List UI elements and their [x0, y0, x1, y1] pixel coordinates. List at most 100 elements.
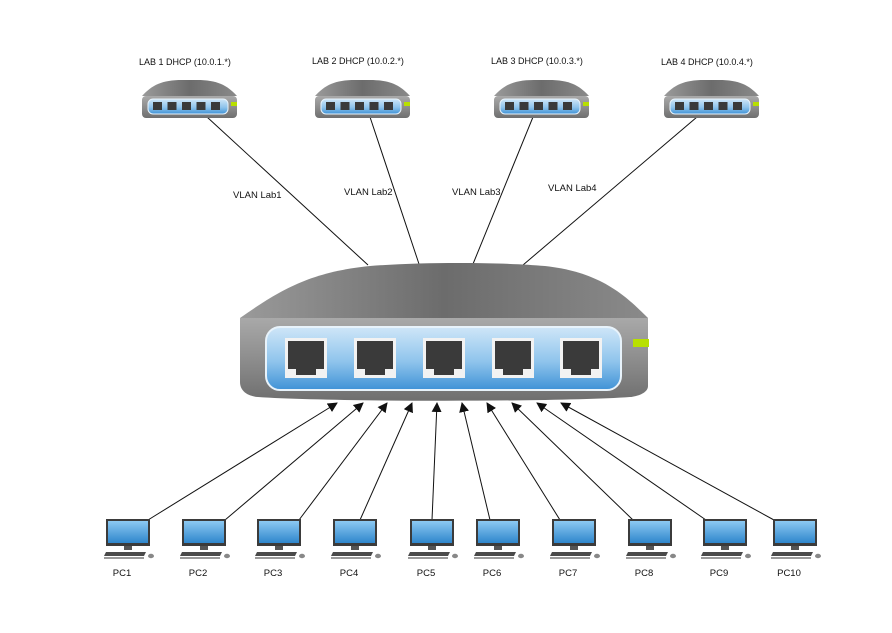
pc3-link [298, 402, 388, 521]
lab-switch-4[interactable] [664, 80, 759, 118]
pc-label: PC7 [559, 568, 577, 579]
pc-label: PC9 [710, 568, 728, 579]
core-switch-top [240, 263, 648, 318]
lab-switch-1[interactable] [142, 80, 237, 118]
pc1-link [147, 402, 338, 521]
pc-7[interactable]: PC7 [550, 519, 600, 579]
mouse-icon [224, 553, 230, 559]
screen [478, 521, 518, 543]
lab-switch-led [583, 102, 589, 106]
pc-label: PC2 [189, 568, 207, 579]
lab-switch-led [231, 102, 237, 106]
core-switch-ports [285, 338, 602, 378]
lab-switch-top [142, 80, 237, 96]
lab-switch-top [494, 80, 589, 96]
keyboard-icon [771, 552, 813, 556]
screen [775, 521, 815, 543]
lab-switch-3[interactable] [494, 80, 589, 118]
pc-9[interactable]: PC9 [701, 519, 751, 579]
keyboard-icon [701, 552, 743, 556]
keyboard-icon [550, 552, 592, 556]
lab-switch-port [675, 102, 684, 110]
pc5-link [431, 402, 442, 521]
vlan-link-lab2 [369, 116, 420, 265]
keyboard-icon [180, 552, 222, 556]
lab-switch-port [733, 102, 742, 110]
vlan-link-lab4 [522, 116, 698, 266]
switch-label-lab3: LAB 3 DHCP (10.0.3.*) [491, 56, 583, 66]
core-switch[interactable] [240, 263, 649, 401]
screen [630, 521, 670, 543]
mouse-icon [452, 553, 458, 559]
keyboard-icon [104, 552, 146, 556]
lab-switch-led [404, 102, 410, 106]
screen [259, 521, 299, 543]
lab-switch-port [704, 102, 713, 110]
lab-switch-top [315, 80, 410, 96]
mouse-icon [594, 553, 600, 559]
lab-switch-top [664, 80, 759, 96]
mouse-icon [375, 553, 381, 559]
pc-10[interactable]: PC10 [771, 519, 821, 579]
pc-label: PC10 [777, 568, 801, 579]
core-port-2 [354, 338, 396, 378]
screen [554, 521, 594, 543]
lab-switch-port [718, 102, 728, 110]
lab-switch-port [167, 102, 177, 110]
mouse-icon [148, 553, 154, 559]
vlan-label-lab4: VLAN Lab4 [548, 183, 597, 194]
pc10-link [560, 402, 775, 521]
vlan-label-lab1: VLAN Lab1 [233, 190, 282, 201]
lab-switch-port [689, 102, 699, 110]
pc2-link [224, 402, 364, 521]
pc-3[interactable]: PC3 [255, 519, 305, 579]
screen [108, 521, 148, 543]
keyboard-icon [255, 552, 297, 556]
pc7-link [486, 402, 561, 521]
pc-2[interactable]: PC2 [180, 519, 230, 579]
vlan-label-lab2: VLAN Lab2 [344, 187, 393, 198]
screen [412, 521, 452, 543]
pc-label: PC6 [483, 568, 501, 579]
lab-switch-port [153, 102, 162, 110]
pc-8[interactable]: PC8 [626, 519, 676, 579]
lab-switch-port [519, 102, 529, 110]
mouse-icon [815, 553, 821, 559]
pc-6[interactable]: PC6 [474, 519, 524, 579]
switch-label-lab4: LAB 4 DHCP (10.0.4.*) [661, 57, 753, 67]
pc-label: PC1 [113, 568, 131, 579]
lab-switch-port [534, 102, 543, 110]
lab-switch-2[interactable] [315, 80, 410, 118]
pc6-link [459, 402, 491, 521]
vlan-link-lab3 [472, 116, 534, 265]
lab-switch-port [355, 102, 364, 110]
lab-switch-port [340, 102, 350, 110]
vlan-label-lab3: VLAN Lab3 [452, 187, 501, 198]
vlan-connections [206, 116, 698, 266]
lab-switch-port [182, 102, 191, 110]
lab-switch-port [369, 102, 379, 110]
pc8-link [511, 402, 634, 521]
mouse-icon [299, 553, 305, 559]
pc-label: PC5 [417, 568, 435, 579]
keyboard-icon [408, 552, 450, 556]
keyboard-icon [626, 552, 668, 556]
core-port-1 [285, 338, 327, 378]
core-port-4 [492, 338, 534, 378]
pc-5[interactable]: PC5 [408, 519, 458, 579]
vlan-link-lab1 [206, 116, 369, 266]
pc-4[interactable]: PC4 [331, 519, 381, 579]
lab-switch-port [548, 102, 558, 110]
screen [335, 521, 375, 543]
lab-switch-port [563, 102, 572, 110]
core-switch-led [633, 339, 649, 347]
pc4-link [359, 402, 413, 521]
switch-labels: LAB 1 DHCP (10.0.1.*) LAB 2 DHCP (10.0.2… [139, 56, 753, 67]
lab-switch-port [505, 102, 514, 110]
mouse-icon [745, 553, 751, 559]
pc-1[interactable]: PC1 [104, 519, 154, 579]
pc-label: PC8 [635, 568, 653, 579]
pc9-link [536, 402, 707, 521]
switch-label-lab2: LAB 2 DHCP (10.0.2.*) [312, 56, 404, 66]
